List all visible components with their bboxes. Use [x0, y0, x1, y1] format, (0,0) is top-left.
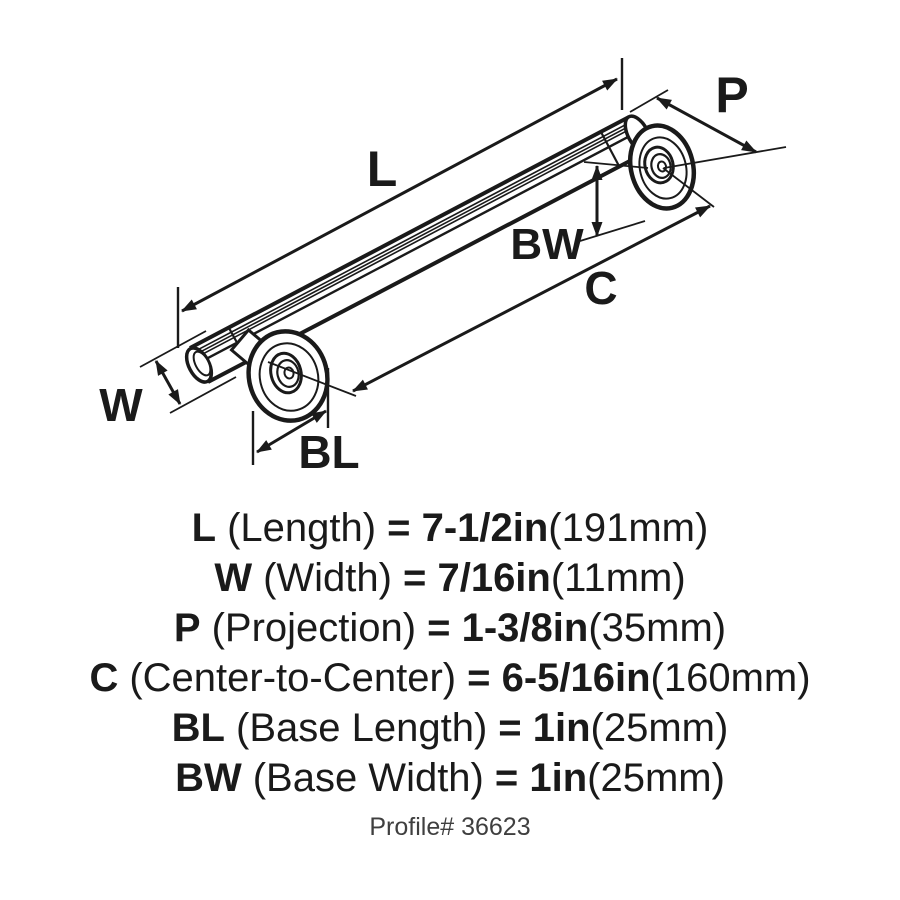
- base-width-bottom-extension: [579, 220, 646, 242]
- right-base-screw-hole: [656, 160, 668, 173]
- label-width: W: [99, 379, 143, 431]
- left-base-ring: [258, 342, 320, 412]
- center-dimension-arrow: [352, 204, 711, 393]
- width-lower-extension: [169, 376, 237, 414]
- length-dimension-arrow: [181, 77, 618, 313]
- projection-dimension-arrow: [656, 96, 757, 154]
- spec-value-metric: (35mm): [588, 606, 727, 650]
- dimension-arrows: [154, 77, 757, 454]
- spec-name: (Base Width): [252, 756, 484, 800]
- spec-name: (Length): [227, 506, 377, 550]
- spec-line: P(Projection)= 1-3/8in(35mm): [0, 603, 900, 653]
- center-right-extension: [662, 167, 715, 208]
- left-base-hub-ring: [276, 359, 300, 388]
- spec-code: L: [191, 506, 217, 550]
- spec-value-imperial: = 6-5/16in: [467, 656, 651, 700]
- spec-code: BL: [171, 706, 225, 750]
- spec-value-imperial: = 1in: [498, 706, 591, 750]
- spec-name: (Base Length): [236, 706, 488, 750]
- spec-line: W(Width)= 7/16in(11mm): [0, 553, 900, 603]
- spec-name: (Width): [263, 556, 392, 600]
- spec-name: (Projection): [211, 606, 417, 650]
- spec-value-metric: (25mm): [590, 706, 729, 750]
- bar-pull-line-drawing: L P BW C W BL: [99, 58, 787, 478]
- width-upper-extension: [139, 330, 207, 368]
- spec-value-metric: (25mm): [587, 756, 725, 800]
- bar-left-end-cap-inner: [192, 350, 212, 377]
- spec-code: C: [89, 656, 119, 700]
- center-left-extension: [267, 361, 357, 397]
- spec-code: P: [173, 606, 201, 650]
- spec-code: BW: [175, 756, 242, 800]
- spec-value-metric: (160mm): [650, 656, 811, 700]
- spec-value-imperial: = 7-1/2in: [387, 506, 549, 550]
- label-length: L: [367, 141, 398, 197]
- projection-top-extension: [629, 89, 669, 113]
- spec-value-metric: (191mm): [548, 506, 709, 550]
- label-center-to-center: C: [584, 262, 617, 314]
- spec-value-imperial: = 1in: [494, 756, 588, 800]
- dimension-spec-list: L(Length)= 7-1/2in(191mm) W(Width)= 7/16…: [0, 503, 900, 803]
- spec-value-imperial: = 7/16in: [402, 556, 551, 600]
- projection-bottom-extension: [663, 146, 787, 169]
- extension-lines: [139, 58, 787, 465]
- width-dimension-arrow: [154, 360, 182, 405]
- spec-value-metric: (11mm): [550, 556, 686, 600]
- label-base-length: BL: [298, 426, 359, 478]
- base-length-dimension-arrow: [256, 409, 327, 454]
- right-base-ring: [638, 136, 688, 200]
- spec-line: BL(Base Length)= 1in(25mm): [0, 703, 900, 753]
- label-projection: P: [715, 67, 748, 123]
- spec-line: C(Center-to-Center)= 6-5/16in(160mm): [0, 653, 900, 703]
- label-base-width: BW: [510, 220, 584, 269]
- spec-value-imperial: = 1-3/8in: [427, 606, 589, 650]
- spec-code: W: [214, 556, 253, 600]
- spec-line: L(Length)= 7-1/2in(191mm): [0, 503, 900, 553]
- spec-name: (Center-to-Center): [129, 656, 457, 700]
- right-base-hub-ring: [650, 153, 672, 179]
- profile-number: Profile# 36623: [369, 813, 531, 841]
- spec-line: BW(Base Width)= 1in(25mm): [0, 753, 900, 803]
